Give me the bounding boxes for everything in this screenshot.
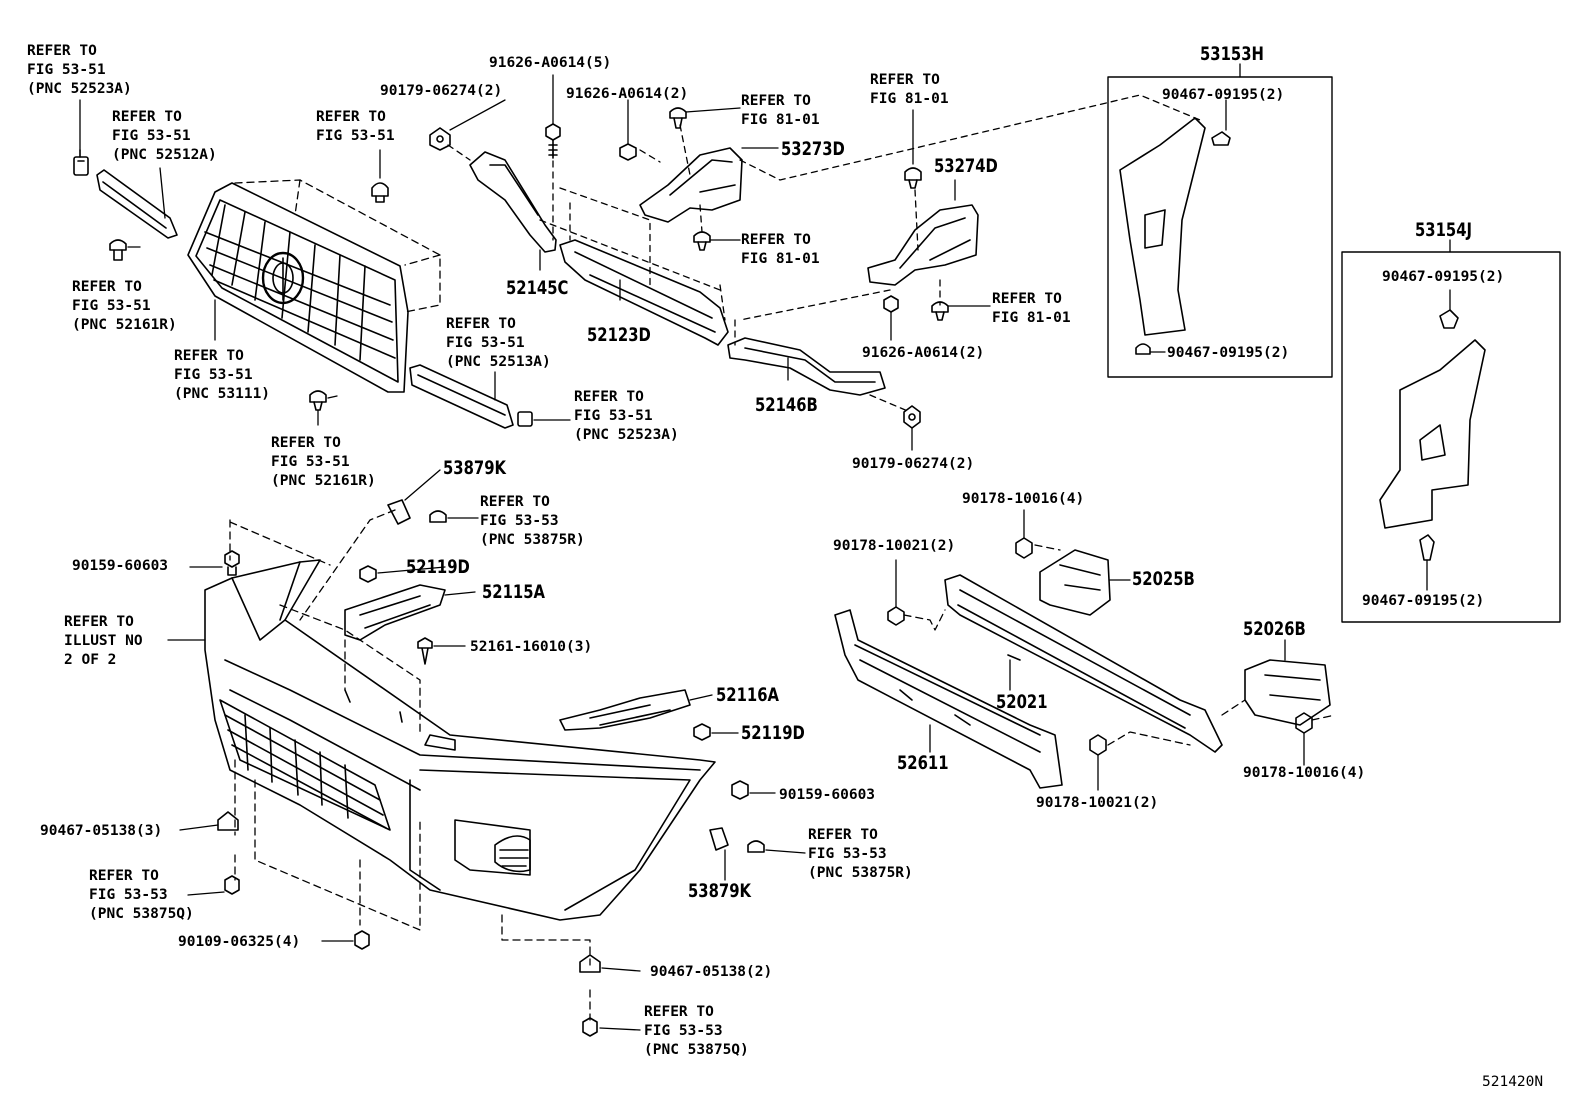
dashed-leaders-middle: [447, 94, 1201, 413]
label-ref-52513a: REFER TO FIG 53-51 (PNC 52513A): [446, 316, 551, 370]
clip-52161r-left: [109, 239, 127, 261]
label-ref-52161r-left: REFER TO FIG 53-51 (PNC 52161R): [72, 279, 177, 333]
label-90159-60603-left: 90159-60603: [72, 558, 169, 574]
nut-90179-bottom: [903, 405, 921, 451]
label-91626-a0614-2-top: 91626-A0614(2): [566, 86, 689, 102]
retainer-52116a: [559, 689, 691, 731]
label-90467-09195-d: 90467-09195(2): [1362, 593, 1485, 609]
right-solid-leaders: [895, 509, 1305, 791]
label-52123d: 52123D: [587, 324, 651, 346]
clip-fig-53-51: [371, 182, 389, 203]
small-fasteners-bumper: [217, 510, 765, 1037]
label-ref-81-01-c: REFER TO FIG 81-01: [870, 72, 949, 107]
bracket-53274d: [867, 204, 979, 286]
bracket-53879k-top: [387, 499, 411, 525]
clip-81-01-c: [904, 109, 922, 189]
label-ref-52161r-bottom: REFER TO FIG 53-51 (PNC 52161R): [271, 435, 376, 489]
label-52119d-bottom: 52119D: [741, 722, 805, 744]
box-53153h: [1107, 63, 1333, 378]
bolt-91626-5: [545, 123, 561, 159]
label-90467-05138-2: 90467-05138(2): [650, 964, 773, 980]
label-ref-81-01-a: REFER TO FIG 81-01: [741, 93, 820, 128]
clip-52523a-top: [73, 149, 89, 176]
label-ref-53111: REFER TO FIG 53-51 (PNC 53111): [174, 348, 271, 402]
bracket-53273d: [639, 147, 743, 223]
grille-upper-molding: [96, 169, 178, 239]
nut-90179-top: [429, 127, 451, 151]
label-91626-a0614-2-mid: 91626-A0614(2): [862, 345, 985, 361]
label-52161-16010: 52161-16010(3): [470, 639, 593, 655]
label-90179-06274-bottom: 90179-06274(2): [852, 456, 975, 472]
label-ref-52512a: REFER TO FIG 53-51 (PNC 52512A): [112, 109, 217, 163]
label-52146b: 52146B: [755, 394, 818, 416]
label-90178-10021-top: 90178-10021(2): [833, 538, 956, 554]
right-dashed: [903, 544, 1336, 746]
label-90178-10016-top: 90178-10016(4): [962, 491, 1085, 507]
label-ref-53875q-left: REFER TO FIG 53-53 (PNC 53875Q): [89, 868, 194, 922]
label-52025b: 52025B: [1132, 568, 1195, 590]
bracket-52146b: [727, 337, 886, 396]
bumper-cover: [204, 559, 716, 921]
label-53879k-bottom: 53879K: [688, 880, 752, 902]
label-ref-illust-2of2: REFER TO ILLUST NO 2 OF 2: [64, 614, 143, 668]
leaders-bumper-solid: [167, 469, 806, 1031]
label-52115a: 52115A: [482, 581, 546, 603]
bracket-53879k-bottom: [709, 827, 729, 851]
retainer-52115a: [344, 584, 446, 641]
label-53273d: 53273D: [781, 138, 845, 160]
clip-81-01-a: [669, 107, 687, 129]
label-90467-09195-a: 90467-09195(2): [1162, 87, 1285, 103]
label-ref-81-01-d: REFER TO FIG 81-01: [992, 291, 1071, 326]
grille-lower-molding: [409, 364, 514, 429]
bolt-91626-2-mid: [883, 295, 899, 341]
label-52611: 52611: [897, 752, 949, 774]
clip-52161r-bottom: [309, 390, 327, 411]
label-90467-09195-c: 90467-09195(2): [1382, 269, 1505, 285]
label-ref-53875r-bottom: REFER TO FIG 53-53 (PNC 53875R): [808, 827, 913, 881]
label-90159-60603-right: 90159-60603: [779, 787, 876, 803]
label-53274d: 53274D: [934, 155, 998, 177]
bracket-52145c: [469, 151, 557, 253]
label-53879k-top: 53879K: [443, 457, 507, 479]
leaders-left: [79, 99, 571, 426]
label-ref-52523a-right: REFER TO FIG 53-51 (PNC 52523A): [574, 389, 679, 443]
box-53154j: [1341, 239, 1561, 623]
bracket-52123d: [559, 239, 729, 346]
label-ref-53875r-top: REFER TO FIG 53-53 (PNC 53875R): [480, 494, 585, 548]
label-90179-06274-top: 90179-06274(2): [380, 83, 503, 99]
label-90178-10021-bottom: 90178-10021(2): [1036, 795, 1159, 811]
label-52145c: 52145C: [506, 277, 569, 299]
absorber-52611: [834, 609, 1063, 789]
clip-81-01-b: [693, 231, 711, 251]
clip-52523a-right: [517, 411, 533, 427]
label-ref-53875q-bottom: REFER TO FIG 53-53 (PNC 53875Q): [644, 1004, 749, 1058]
reinforcement-52021: [944, 574, 1223, 753]
label-53154j: 53154J: [1415, 219, 1473, 241]
bumper-dashed: [229, 509, 591, 1021]
grille-dashed-box: [234, 179, 441, 313]
clip-81-01-d: [931, 301, 949, 321]
diagram-id: 521420N: [1482, 1074, 1544, 1090]
right-fasteners: [887, 537, 1313, 756]
label-52021: 52021: [996, 691, 1048, 713]
bolt-91626-2-top: [619, 99, 637, 161]
label-52026b: 52026B: [1243, 618, 1306, 640]
label-ref-fig-53-51: REFER TO FIG 53-51: [316, 109, 395, 144]
label-ref-81-01-b: REFER TO FIG 81-01: [741, 232, 820, 267]
label-90109-06325: 90109-06325(4): [178, 934, 301, 950]
label-90178-10016-bottom: 90178-10016(4): [1243, 765, 1366, 781]
label-90467-05138-3: 90467-05138(3): [40, 823, 163, 839]
label-90467-09195-b: 90467-09195(2): [1167, 345, 1290, 361]
label-91626-a0614-5: 91626-A0614(5): [489, 55, 612, 71]
label-52119d-top: 52119D: [406, 556, 470, 578]
label-53153h: 53153H: [1200, 43, 1264, 65]
label-ref-52523a-top: REFER TO FIG 53-51 (PNC 52523A): [27, 43, 132, 97]
bracket-52025b: [1039, 549, 1111, 616]
leaders-middle-solid: [449, 74, 991, 381]
bracket-52026b: [1244, 659, 1331, 726]
label-52116a: 52116A: [716, 684, 780, 706]
